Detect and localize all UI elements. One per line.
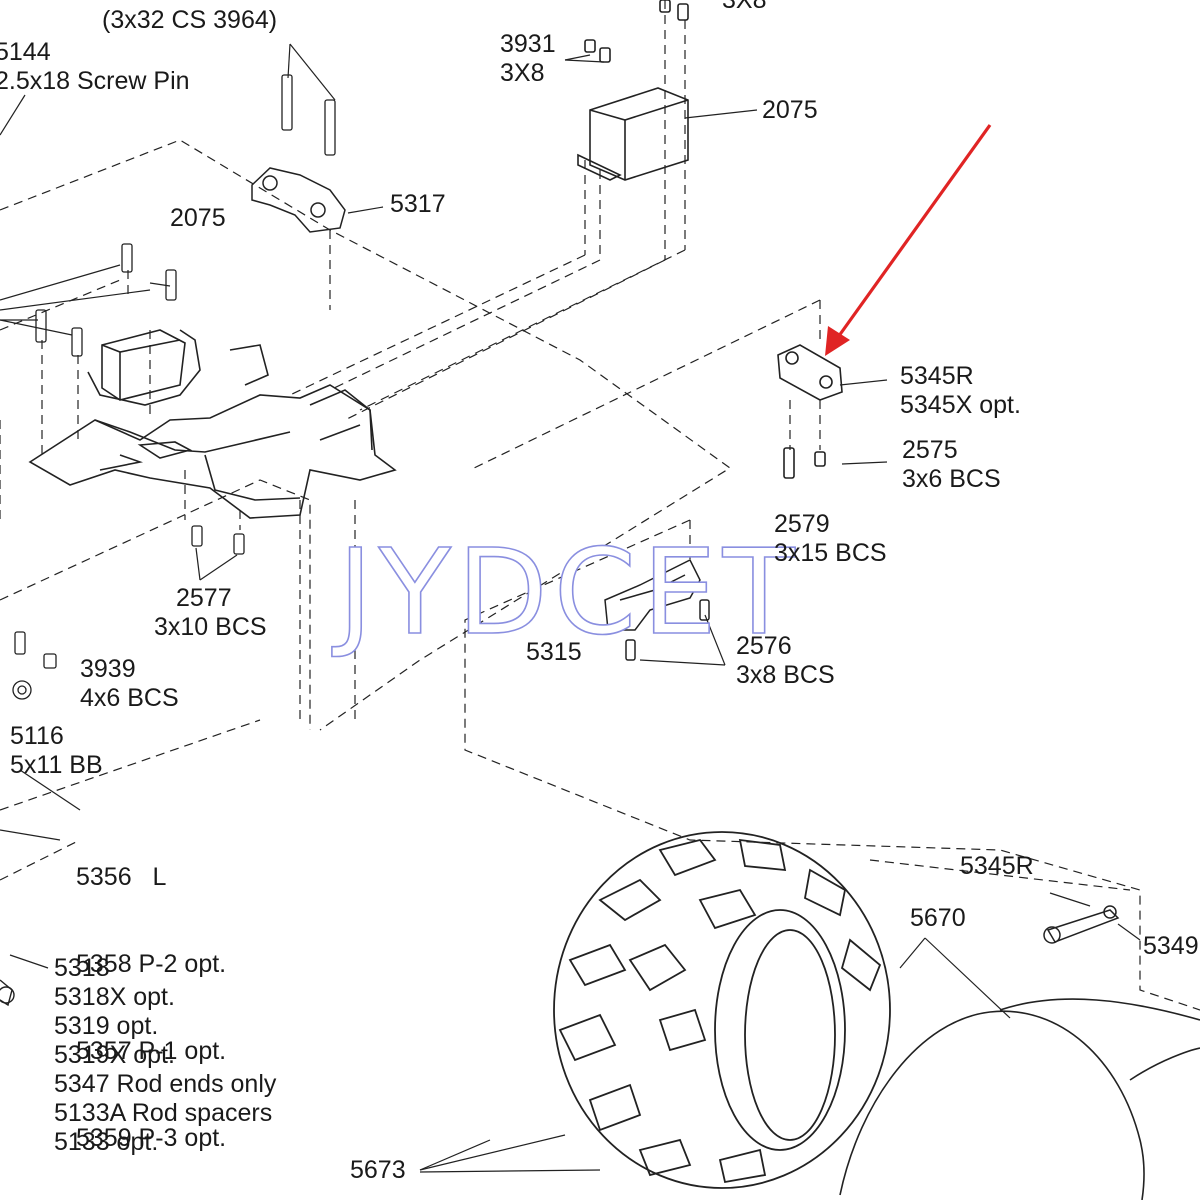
label-5349: 5349 (1143, 932, 1199, 960)
label-5315: 5315 (526, 638, 582, 666)
label-top-cut-right: 3X8 (722, 0, 767, 14)
label-3939: 3939 4x6 BCS (80, 655, 179, 712)
label-2576: 2576 3x8 BCS (736, 632, 835, 689)
mount-5315 (604, 558, 710, 661)
red-arrow-icon (825, 124, 992, 356)
watermark-text: JYDCET (337, 523, 801, 661)
label-2577: 2577 3x10 BCS (154, 584, 267, 641)
label-5318-group: 5318 5318X opt. 5319 opt. 5319X opt. 534… (54, 954, 277, 1156)
label-5317: 5317 (390, 190, 446, 218)
label-3931: 3931 3X8 (500, 30, 556, 87)
label-5670: 5670 (910, 904, 966, 932)
label-5356-group: 5356 L 5358 P-2 opt. 5357 P-1 opt. 5359 … (76, 863, 227, 1152)
label-5673: 5673 (350, 1156, 406, 1184)
wheel-5670 (839, 998, 1200, 1200)
servo-2075-right (577, 0, 689, 181)
mount-5317 (251, 167, 346, 233)
label-2075-left: 2075 (170, 204, 226, 232)
screws-left (12, 74, 336, 700)
label-5345R-bottom: 5345R (960, 852, 1034, 880)
servo-horn-5345R (777, 344, 843, 479)
label-5116: 5116 5x11 BB (10, 722, 103, 779)
leader-lines (0, 43, 1141, 1173)
tie-rod-5349 (1043, 905, 1120, 944)
label-2075-right: 2075 (762, 96, 818, 124)
chassis-assembly (28, 329, 397, 519)
label-2575: 2575 3x6 BCS (902, 436, 1001, 493)
label-top-cut: (3x32 CS 3964) (102, 6, 278, 34)
label-5144: 5144 2.5x18 Screw Pin (0, 38, 190, 95)
label-2579: 2579 3x15 BCS (774, 510, 887, 567)
steering-parts-left (0, 979, 15, 1007)
dashed-guide-lines (0, 0, 1200, 1011)
tire-5670 (553, 831, 891, 1189)
label-5345R-top: 5345R 5345X opt. (900, 362, 1021, 419)
